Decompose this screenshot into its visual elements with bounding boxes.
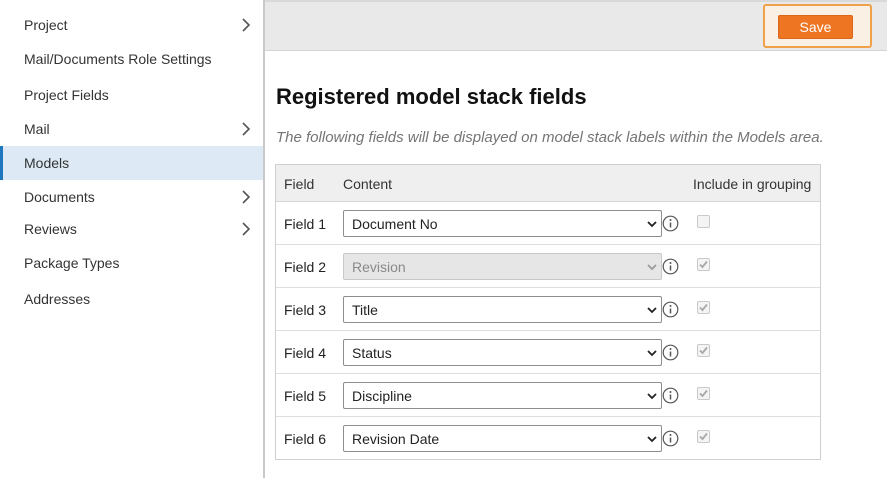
- sidebar-item-label: Documents: [24, 189, 95, 205]
- info-icon[interactable]: [662, 387, 679, 404]
- sidebar-item-package-types[interactable]: Package Types: [0, 246, 263, 280]
- chevron-down-icon: [647, 305, 657, 315]
- sidebar-item-label: Project: [24, 17, 68, 33]
- table-row: Field 5 Discipline: [276, 374, 820, 417]
- sidebar-divider: [263, 0, 265, 478]
- sidebar-item-label: Project Fields: [24, 87, 109, 103]
- sidebar-item-reviews[interactable]: Reviews: [0, 212, 263, 246]
- chevron-down-icon: [647, 219, 657, 229]
- sidebar-item-label: Mail: [24, 121, 50, 137]
- header-field: Field: [284, 176, 315, 192]
- content-select[interactable]: Document No: [343, 210, 662, 237]
- header-include-in-grouping: Include in grouping: [693, 176, 812, 192]
- content-select: Revision: [343, 253, 662, 280]
- info-icon[interactable]: [662, 344, 679, 361]
- content-select-value: Title: [352, 301, 378, 318]
- sidebar-item-documents[interactable]: Documents: [0, 180, 263, 214]
- table-row: Field 2 Revision: [276, 245, 820, 288]
- info-icon[interactable]: [662, 301, 679, 318]
- content-select[interactable]: Discipline: [343, 382, 662, 409]
- sidebar-item-addresses[interactable]: Addresses: [0, 282, 263, 316]
- sidebar-item-label: Addresses: [24, 291, 91, 307]
- field-label: Field 4: [284, 345, 327, 361]
- chevron-down-icon: [647, 348, 657, 358]
- field-label: Field 1: [284, 216, 327, 232]
- info-icon[interactable]: [662, 258, 679, 275]
- chevron-right-icon: [239, 18, 253, 32]
- include-in-grouping-checkbox[interactable]: [697, 215, 710, 228]
- sidebar-item-project-fields[interactable]: Project Fields: [0, 78, 263, 112]
- table-row: Field 6 Revision Date: [276, 417, 820, 460]
- include-in-grouping-checkbox: [697, 258, 710, 271]
- sidebar-item-project[interactable]: Project: [0, 8, 263, 42]
- info-icon[interactable]: [662, 215, 679, 232]
- content-select-value: Status: [352, 344, 392, 361]
- sidebar-item-models[interactable]: Models: [0, 146, 263, 180]
- sidebar-item-mail-documents-role-settings[interactable]: Mail/Documents Role Settings: [0, 42, 263, 76]
- content-select-value: Discipline: [352, 387, 412, 404]
- info-icon[interactable]: [662, 430, 679, 447]
- sidebar-item-label: Mail/Documents Role Settings: [24, 51, 212, 67]
- page-description: The following fields will be displayed o…: [276, 129, 824, 146]
- field-label: Field 5: [284, 388, 327, 404]
- chevron-down-icon: [647, 262, 657, 272]
- table-row: Field 4 Status: [276, 331, 820, 374]
- include-in-grouping-checkbox: [697, 301, 710, 314]
- content-select[interactable]: Revision Date: [343, 425, 662, 452]
- sidebar-item-mail[interactable]: Mail: [0, 112, 263, 146]
- page-title: Registered model stack fields: [276, 84, 587, 109]
- content-select-value: Revision: [352, 258, 406, 275]
- fields-table: Field Content Include in grouping Field …: [275, 164, 821, 460]
- table-row: Field 3 Title: [276, 288, 820, 331]
- content-select-value: Document No: [352, 215, 438, 232]
- header-content: Content: [343, 176, 393, 192]
- sidebar-item-label: Reviews: [24, 221, 77, 237]
- field-label: Field 6: [284, 431, 327, 447]
- chevron-down-icon: [647, 434, 657, 444]
- content-select[interactable]: Title: [343, 296, 662, 323]
- sidebar-item-label: Models: [24, 155, 70, 171]
- table-header: Field Content Include in grouping: [276, 165, 820, 202]
- content-select-value: Revision Date: [352, 430, 440, 447]
- include-in-grouping-checkbox: [697, 387, 710, 400]
- chevron-right-icon: [239, 222, 253, 236]
- include-in-grouping-checkbox: [697, 430, 710, 443]
- field-label: Field 3: [284, 302, 327, 318]
- sidebar: Project Mail/Documents Role Settings Pro…: [0, 0, 263, 478]
- sidebar-item-label: Package Types: [24, 255, 120, 271]
- chevron-down-icon: [647, 391, 657, 401]
- save-button[interactable]: Save: [778, 15, 853, 39]
- include-in-grouping-checkbox: [697, 344, 710, 357]
- chevron-right-icon: [239, 122, 253, 136]
- chevron-right-icon: [239, 190, 253, 204]
- field-label: Field 2: [284, 259, 327, 275]
- table-row: Field 1 Document No: [276, 202, 820, 245]
- content-select[interactable]: Status: [343, 339, 662, 366]
